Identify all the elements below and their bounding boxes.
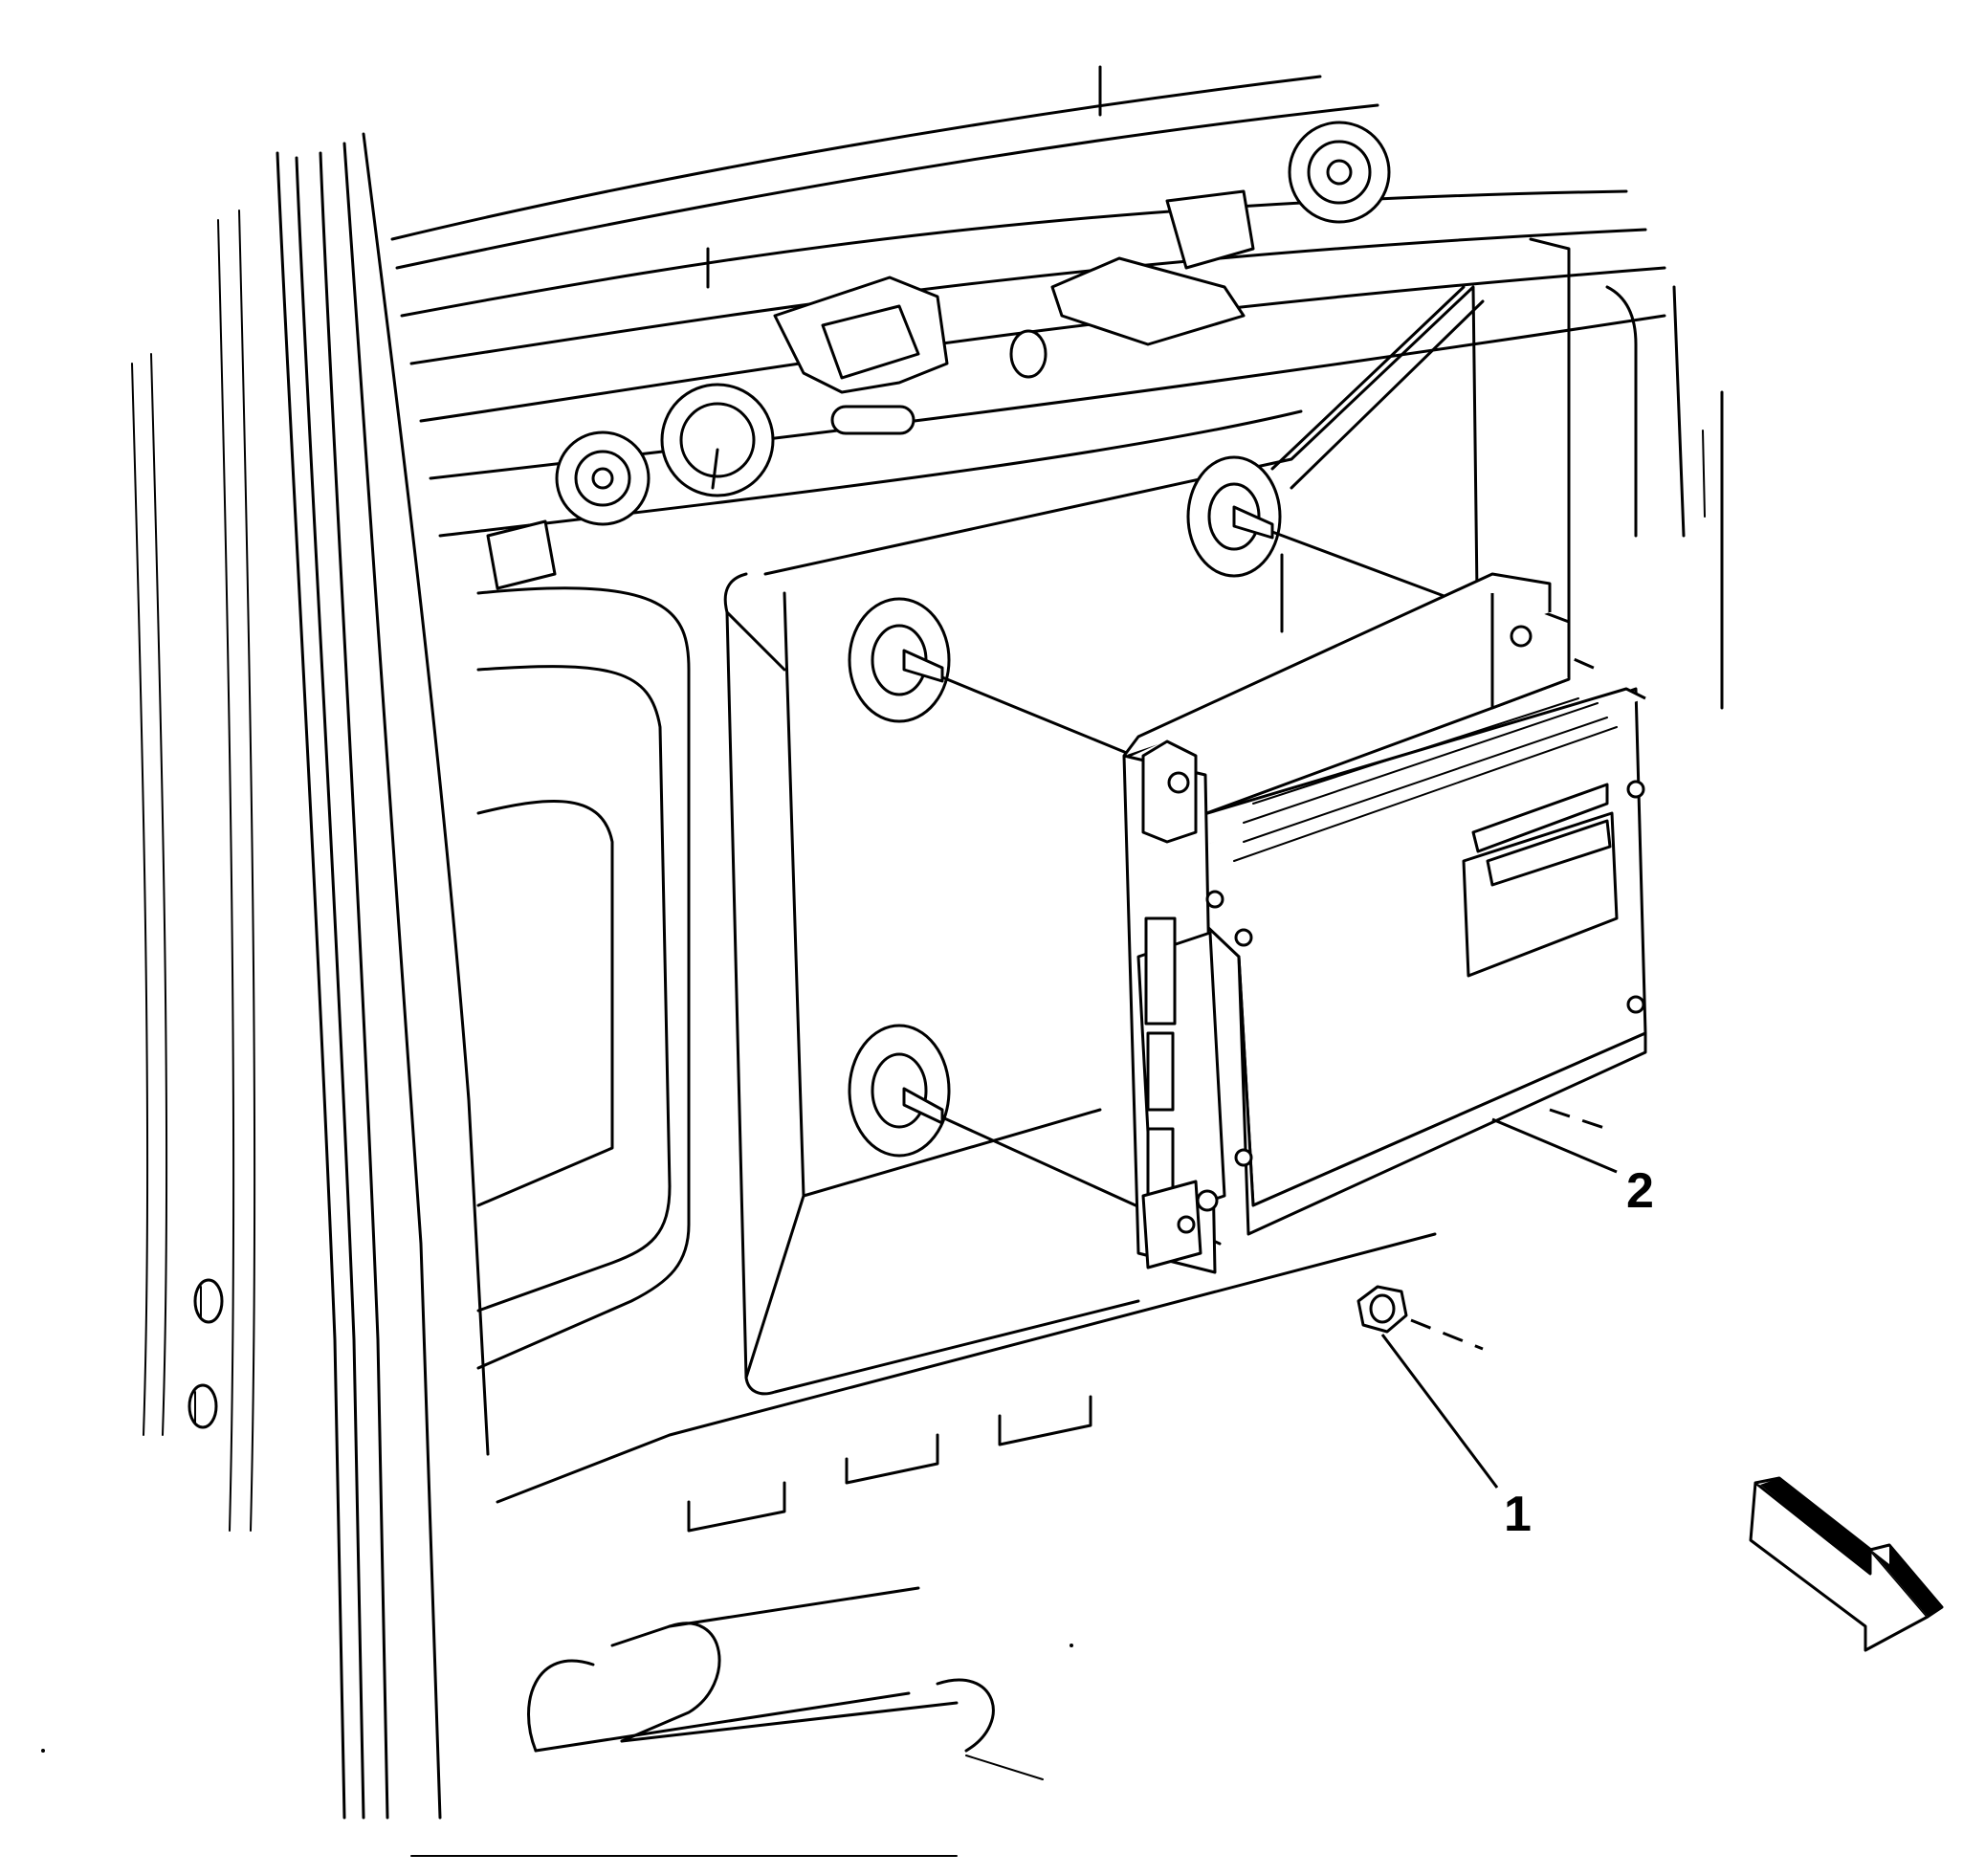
floor-rail: [410, 1232, 1437, 1857]
mounting-panel: [723, 285, 1480, 1396]
callout-2: 2: [1626, 1163, 1654, 1219]
diagonal-brace: [1270, 285, 1485, 490]
nut-icon: [1356, 1285, 1484, 1351]
tie-down-hooks: [486, 189, 1255, 590]
callout-leaders: [1380, 1117, 1618, 1489]
panel-grommets: [555, 121, 1391, 526]
amplifier-module-icon: [1122, 572, 1647, 1274]
side-panel: [476, 586, 691, 1370]
pillar-holes: [187, 1278, 224, 1429]
mounting-studs: [848, 455, 1282, 1158]
door-pillar: [131, 132, 490, 1820]
scan-speck: [1070, 1644, 1073, 1647]
callout-1: 1: [1504, 1487, 1532, 1542]
front-direction-arrow-icon: [1749, 1476, 1944, 1652]
right-wall: [1529, 237, 1724, 710]
scan-speck: [41, 1749, 45, 1753]
